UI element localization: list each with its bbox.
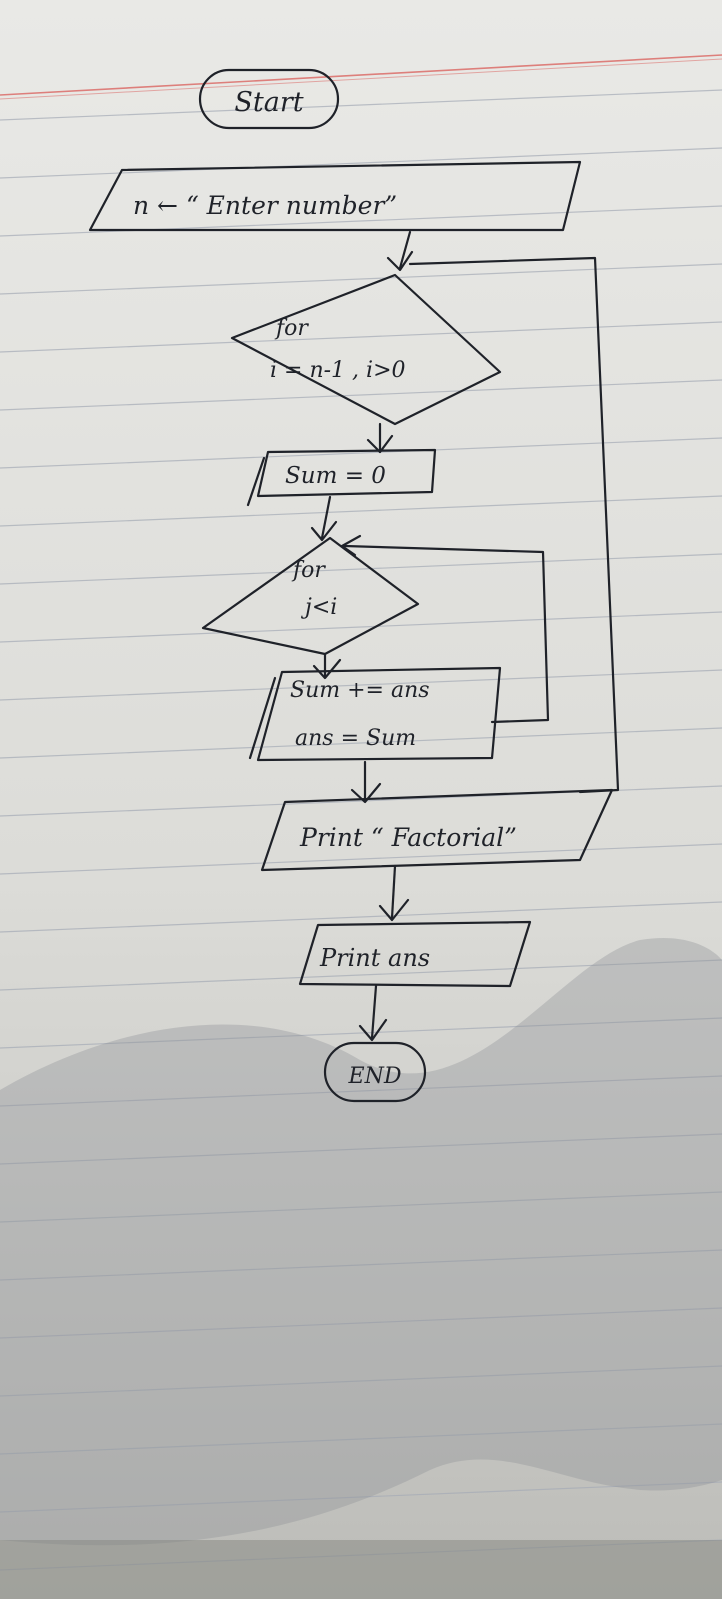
ruled-line	[0, 263, 722, 295]
end-label: END	[348, 1064, 402, 1089]
init-label: Sum = 0	[285, 463, 386, 489]
ruled-line	[0, 321, 722, 353]
arrowhead	[358, 1018, 388, 1042]
ruled-line	[0, 843, 722, 875]
ruled-line	[0, 959, 722, 991]
ruled-line	[0, 1307, 722, 1339]
arrow-print-to-print	[390, 864, 397, 920]
ruled-line	[0, 901, 722, 933]
ruled-line	[0, 89, 722, 121]
inner-loop-return-line	[343, 544, 550, 724]
bottom-edge-shadow	[0, 1540, 722, 1599]
outer-loop-condition: i = n-1 , i>0	[270, 358, 406, 383]
ruled-line	[0, 1423, 722, 1455]
inner-loop-keyword: for	[291, 558, 326, 583]
ruled-line	[0, 1539, 722, 1571]
ruled-line	[0, 1075, 722, 1107]
ruled-line	[0, 611, 722, 643]
body-box	[256, 666, 502, 762]
arrowhead	[310, 520, 338, 542]
input-parallelogram	[88, 160, 582, 232]
print-ans-parallelogram	[298, 920, 532, 988]
print-label-text: Print “ Factorial”	[299, 823, 517, 852]
margin-line-2	[0, 58, 722, 100]
arrowhead	[340, 534, 362, 557]
ruled-line	[0, 1481, 722, 1513]
body-line-2: ans = Sum	[295, 726, 416, 751]
ruled-line	[0, 1191, 722, 1223]
arrowhead	[366, 434, 394, 454]
ruled-line	[0, 1017, 722, 1049]
arrowhead	[386, 250, 414, 272]
ruled-line	[0, 437, 722, 469]
ruled-line	[0, 1133, 722, 1165]
ruled-line	[0, 727, 722, 759]
arrowhead	[312, 658, 342, 680]
inner-loop-condition: j<i	[300, 595, 337, 620]
hand-shadow	[0, 937, 722, 1546]
arrow-print-to-end	[370, 984, 378, 1040]
body-box-edge	[248, 676, 277, 760]
margin-line	[0, 54, 722, 96]
arrow-input-to-loop	[398, 230, 412, 270]
print-label-parallelogram	[260, 788, 614, 872]
init-box-edge	[246, 456, 266, 507]
input-label: n ← “ Enter number”	[133, 191, 397, 220]
init-box	[256, 448, 437, 498]
arrowhead	[350, 782, 382, 804]
ruled-line	[0, 1365, 722, 1397]
arrow-init-to-inner	[320, 495, 332, 540]
ruled-line	[0, 379, 722, 411]
ruled-line	[0, 1249, 722, 1281]
ruled-line	[0, 669, 722, 701]
outer-loop-keyword: for	[274, 316, 309, 341]
start-label: Start	[234, 87, 303, 118]
print-ans-text: Print ans	[319, 944, 430, 972]
start-terminal	[198, 68, 340, 130]
outer-loop-decision	[230, 273, 502, 426]
ruled-line	[0, 495, 722, 527]
ruled-line	[0, 553, 722, 585]
end-terminal	[323, 1041, 427, 1103]
body-line-1: Sum += ans	[290, 678, 430, 703]
arrowhead	[378, 898, 410, 922]
